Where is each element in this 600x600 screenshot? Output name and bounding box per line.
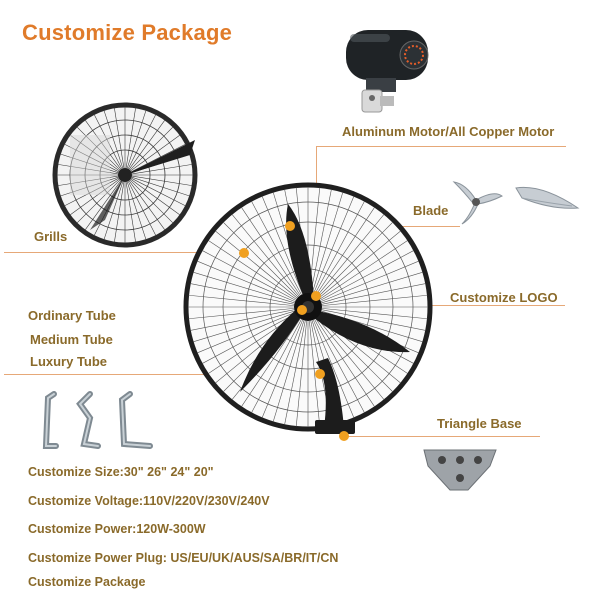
callout-dot-logo [297,305,307,315]
spec-plug: Customize Power Plug: US/EU/UK/AUS/SA/BR… [28,551,339,565]
page-title: Customize Package [22,20,233,45]
grill-image [52,102,198,248]
spec-package: Customize Package [28,575,146,589]
leader-line-logo [315,305,565,306]
spec-size: Customize Size:30" 26" 24" 20" [28,465,214,479]
label-logo: Customize LOGO [450,290,558,305]
leader-line-motor [316,146,566,147]
spec-power: Customize Power:120W-300W [28,522,206,536]
label-tube-medium: Medium Tube [30,332,113,347]
main-fan-image [183,182,433,441]
label-grills: Grills [34,229,68,244]
label-blade: Blade [413,203,449,218]
leader-line-base [345,436,540,437]
triangle-base-image [423,449,497,491]
label-tube-ordinary: Ordinary Tube [28,308,116,323]
label-base: Triangle Base [437,416,522,431]
blade-image-three [452,181,503,225]
label-tube-luxury: Luxury Tube [30,354,108,369]
leader-line-tube [4,374,320,375]
tubes-image [42,391,153,449]
leader-line-grills [4,252,244,253]
spec-voltage: Customize Voltage:110V/220V/230V/240V [28,494,270,508]
callout-dot-blade [285,221,295,231]
callout-dot-grill [239,248,249,258]
label-motor: Aluminum Motor/All Copper Motor [342,124,555,139]
blade-image-single [515,186,580,209]
callout-dot-base [339,431,349,441]
callout-dot-tube [315,369,325,379]
motor-image [346,30,429,113]
callout-dot-motor [311,291,321,301]
